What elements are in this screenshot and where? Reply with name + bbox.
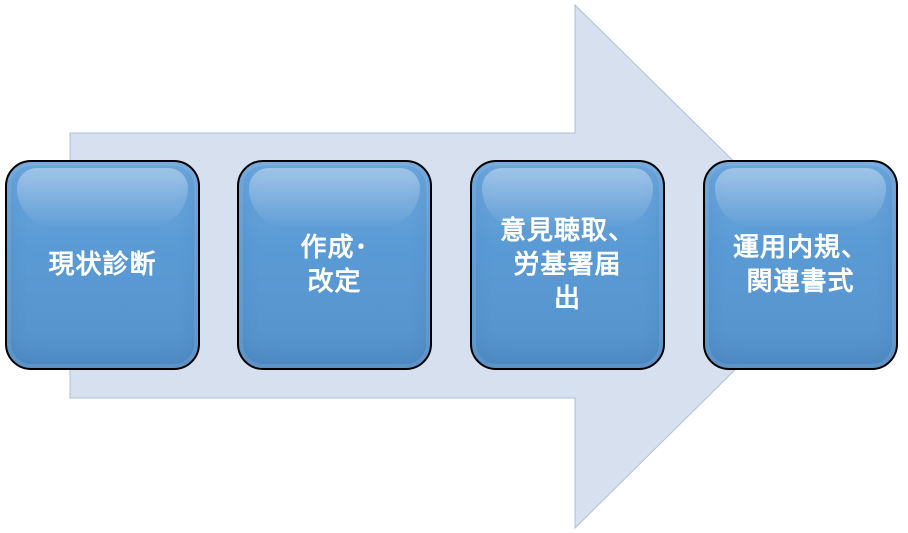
step-label-4: 運用内規、 関連書式 <box>732 233 868 297</box>
step-label-3: 意見聴取、 労基署届 出 <box>499 216 635 314</box>
step-box-1: 現状診断 <box>5 160 200 370</box>
step-label-2: 作成･ 改定 <box>300 233 369 297</box>
step-box-4: 運用内規、 関連書式 <box>703 160 898 370</box>
step-box-3: 意見聴取、 労基署届 出 <box>470 160 665 370</box>
arrow-shape <box>69 3 841 530</box>
step-label-1: 現状診断 <box>48 250 157 280</box>
step-box-2: 作成･ 改定 <box>237 160 432 370</box>
